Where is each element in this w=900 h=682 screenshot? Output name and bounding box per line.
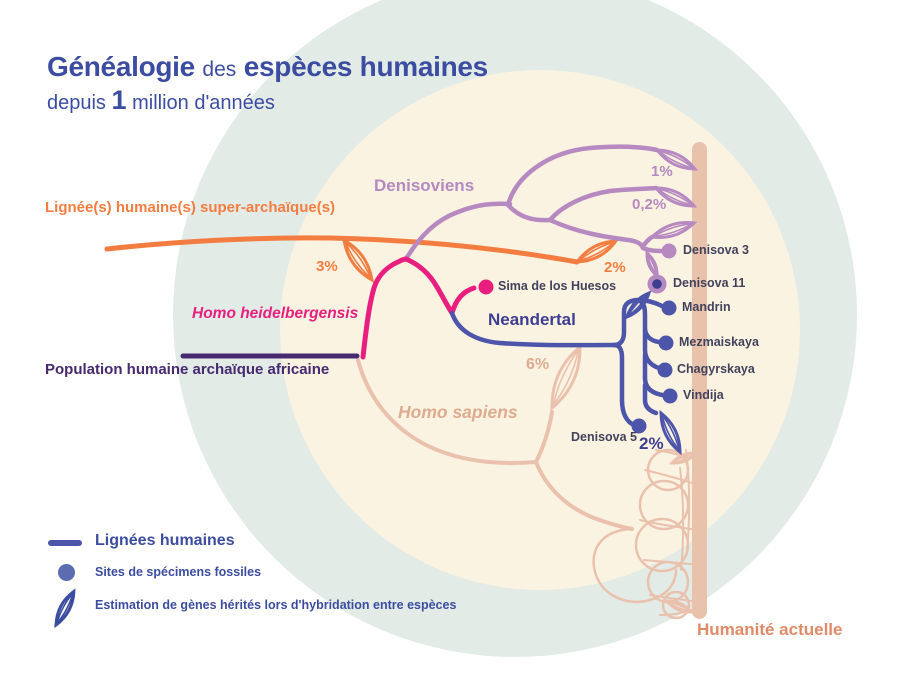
legend-sites-label: Sites de spécimens fossiles: [95, 565, 262, 579]
dot-denisova5: [631, 418, 647, 434]
site-chagyrskaya: Chagyrskaya: [677, 362, 755, 376]
dot-mezmaiskaya: [658, 335, 674, 351]
dot-sima: [478, 279, 494, 295]
subtitle-part1: depuis: [47, 92, 106, 114]
site-mezmaiskaya: Mezmaiskaya: [679, 335, 759, 349]
homo-sapiens-lineage: [356, 342, 698, 620]
pct-0-2: 0,2%: [632, 196, 667, 213]
site-sima: Sima de los Huesos: [498, 279, 617, 293]
label-denisoviens: Denisoviens: [374, 176, 475, 195]
present-humanity-bar: [692, 142, 707, 619]
title-part3: espèces humaines: [243, 51, 489, 82]
title-part2: des: [202, 58, 237, 81]
site-denisova11: Denisova 11: [673, 276, 746, 290]
fossil-dots: [478, 243, 678, 434]
legend-fossil-dot: [58, 564, 75, 581]
dot-denisova11-inner: [652, 279, 662, 289]
subtitle-part3: million d'années: [132, 92, 275, 114]
dot-chagyrskaya: [657, 362, 673, 378]
heidelbergensis-lineage: [360, 256, 477, 360]
label-archaic-african: Population humaine archaïque africaine: [45, 361, 330, 378]
hybridization-leaf-denisova11: [643, 251, 661, 278]
dot-vindija: [662, 388, 678, 404]
pct-3: 3%: [316, 258, 338, 275]
page-title: Généalogie des espèces humaines: [47, 51, 489, 83]
label-heidelbergensis: Homo heidelbergensis: [192, 305, 359, 322]
subtitle-part2: 1: [111, 85, 127, 115]
label-super-archaic: Lignée(s) humaine(s) super-archaïque(s): [45, 199, 336, 216]
dot-denisova3: [661, 243, 677, 259]
label-humanite-actuelle: Humanité actuelle: [697, 620, 843, 639]
legend-hybridization-label: Estimation de gènes hérités lors d'hybri…: [95, 598, 457, 612]
dot-mandrin: [661, 300, 677, 316]
legend-leaf-icon: [51, 588, 79, 628]
pct-2-blue: 2%: [639, 434, 664, 453]
hybridization-leaf-denisova3-bar: [649, 217, 697, 243]
legend-lineages-label: Lignées humaines: [95, 532, 235, 549]
label-homo-sapiens: Homo sapiens: [398, 402, 518, 422]
pct-2-orange: 2%: [604, 259, 626, 276]
site-vindija: Vindija: [683, 388, 724, 402]
hybridization-leaf-6pct: [543, 342, 589, 413]
title-part1: Généalogie: [47, 51, 195, 82]
legend-line-swatch: [48, 540, 82, 546]
site-denisova3: Denisova 3: [683, 243, 750, 257]
site-mandrin: Mandrin: [682, 300, 731, 314]
neandertal-lineage: [449, 289, 686, 455]
pct-1: 1%: [651, 163, 673, 180]
hybridization-leaf-3pct: [338, 235, 378, 285]
page-subtitle: depuis 1 million d'années: [47, 85, 275, 116]
pct-6: 6%: [526, 356, 550, 373]
site-denisova5: Denisova 5: [571, 430, 638, 444]
super-archaic-lineage: [104, 235, 620, 285]
denisovan-lineage: [403, 144, 698, 278]
label-neandertal: Neandertal: [488, 310, 576, 329]
